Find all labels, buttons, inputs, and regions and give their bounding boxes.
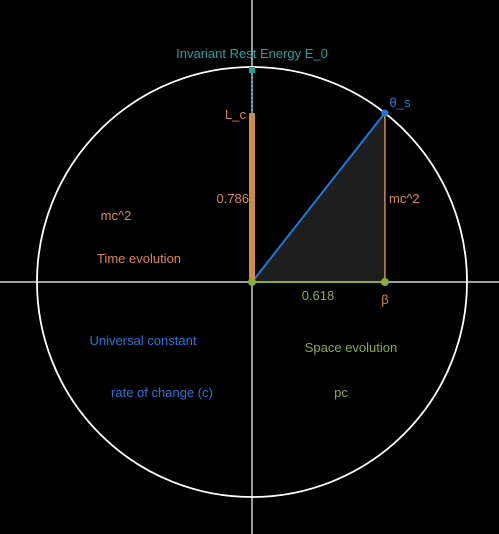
- origin-point: [248, 278, 256, 286]
- quadrant-bl-line2: rate of change (c): [111, 385, 213, 400]
- vertical-leg-label: mc^2: [389, 191, 420, 206]
- hypotenuse-line: [251, 112, 386, 283]
- quadrant-br-line1: Space evolution: [305, 340, 398, 355]
- quadrant-br-line2: pc: [334, 385, 348, 400]
- quadrant-tl-line2: Time evolution: [97, 251, 181, 266]
- time-value-label: 0.786: [216, 191, 249, 206]
- space-value-label: 0.618: [302, 288, 335, 303]
- beta-label: β: [381, 292, 388, 307]
- quadrant-tl-line1: mc^2: [101, 208, 132, 223]
- beta-point[interactable]: [380, 278, 389, 286]
- angle-label: θ_s: [390, 95, 411, 110]
- quadrant-bl-line1: Universal constant: [90, 333, 197, 348]
- circle-point[interactable]: [381, 109, 389, 117]
- rest-energy-marker: [249, 67, 255, 73]
- rest-energy-label: Invariant Rest Energy E_0: [176, 46, 328, 61]
- time-bar-label: L_c: [225, 107, 246, 122]
